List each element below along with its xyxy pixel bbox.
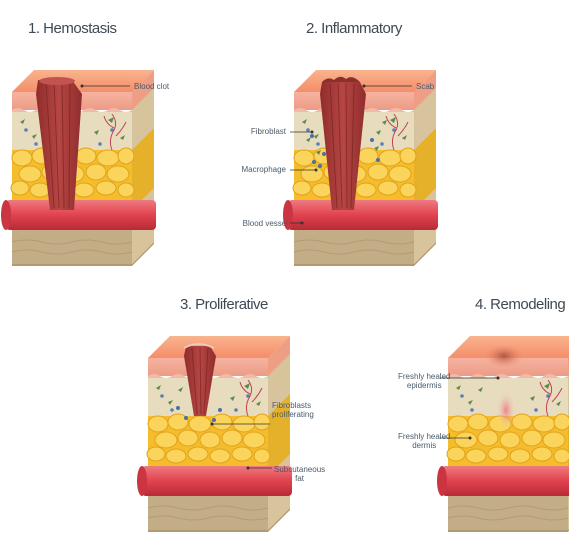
label-macrophage: Macrophage (240, 165, 286, 174)
healed-epidermis-mark (484, 344, 524, 368)
inflammatory-illustration (283, 70, 438, 266)
label-healed-dermis: Freshly healed dermis (398, 432, 450, 450)
label-healed-epidermis-line2: epidermis (398, 381, 450, 390)
label-healed-dermis-line2: dermis (398, 441, 450, 450)
label-fibroblast: Fibroblast (246, 127, 286, 136)
label-fibroblasts-proliferating-line2: proliferating (272, 410, 314, 419)
remodeling-illustration (437, 336, 569, 532)
label-subcutaneous-fat-line2: fat (274, 474, 325, 483)
label-fibroblasts-proliferating: Fibroblasts proliferating (272, 401, 314, 419)
label-scab: Scab (416, 82, 434, 91)
label-subcutaneous-fat-line1: Subcutaneous (274, 465, 325, 474)
label-healed-dermis-line1: Freshly healed (398, 432, 450, 441)
healed-dermis-mark (496, 390, 516, 430)
label-blood-clot: Blood clot (134, 82, 169, 91)
proliferative-illustration (137, 336, 292, 532)
label-healed-epidermis: Freshly healed epidermis (398, 372, 450, 390)
hemostasis-illustration (1, 70, 156, 266)
label-healed-epidermis-line1: Freshly healed (398, 372, 450, 381)
label-blood-vessel: Blood vessel (236, 219, 288, 228)
label-subcutaneous-fat: Subcutaneous fat (274, 465, 325, 483)
label-fibroblasts-proliferating-line1: Fibroblasts (272, 401, 314, 410)
